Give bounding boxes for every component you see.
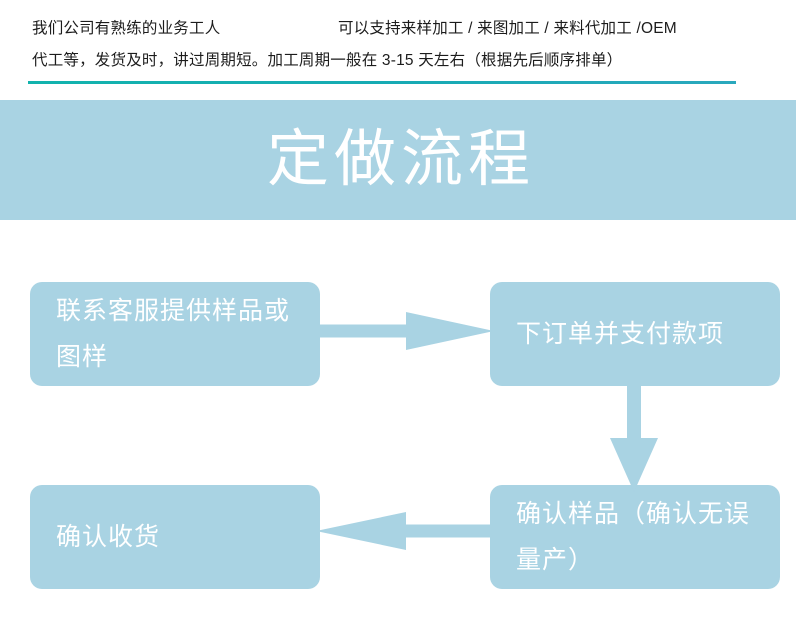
process-flowchart: 联系客服提供样品或图样 下订单并支付款项 确认样品（确认无误量产） 确认收货 xyxy=(0,220,800,638)
flow-step-4[interactable]: 确认收货 xyxy=(30,485,320,589)
intro-line-2-text: 代工等，发货及时，讲过周期短。加工周期一般在 3-15 天左右（根据先后顺序排单… xyxy=(32,52,623,69)
arrow-down-icon xyxy=(610,380,658,492)
arrow-left-icon xyxy=(316,512,494,550)
flow-step-3-label: 确认样品（确认无误量产） xyxy=(516,500,751,574)
flow-step-2-label: 下订单并支付款项 xyxy=(516,320,725,348)
intro-line-1-left: 我们公司有熟练的业务工人 xyxy=(32,20,221,37)
flow-step-3[interactable]: 确认样品（确认无误量产） xyxy=(490,485,780,589)
arrow-right-icon xyxy=(318,312,494,350)
flow-step-4-label: 确认收货 xyxy=(56,523,161,551)
banner-title: 定做流程 xyxy=(266,125,535,194)
flow-step-1-label: 联系客服提供样品或图样 xyxy=(56,297,291,371)
section-banner: 定做流程 xyxy=(0,100,796,220)
flow-step-2[interactable]: 下订单并支付款项 xyxy=(490,282,780,386)
intro-text-block: 我们公司有熟练的业务工人 可以支持来样加工 / 来图加工 / 来料代加工 /OE… xyxy=(0,0,800,90)
flow-step-1[interactable]: 联系客服提供样品或图样 xyxy=(30,282,320,386)
intro-line-1-right: 可以支持来样加工 / 来图加工 / 来料代加工 /OEM xyxy=(338,20,677,37)
section-divider xyxy=(28,81,736,84)
